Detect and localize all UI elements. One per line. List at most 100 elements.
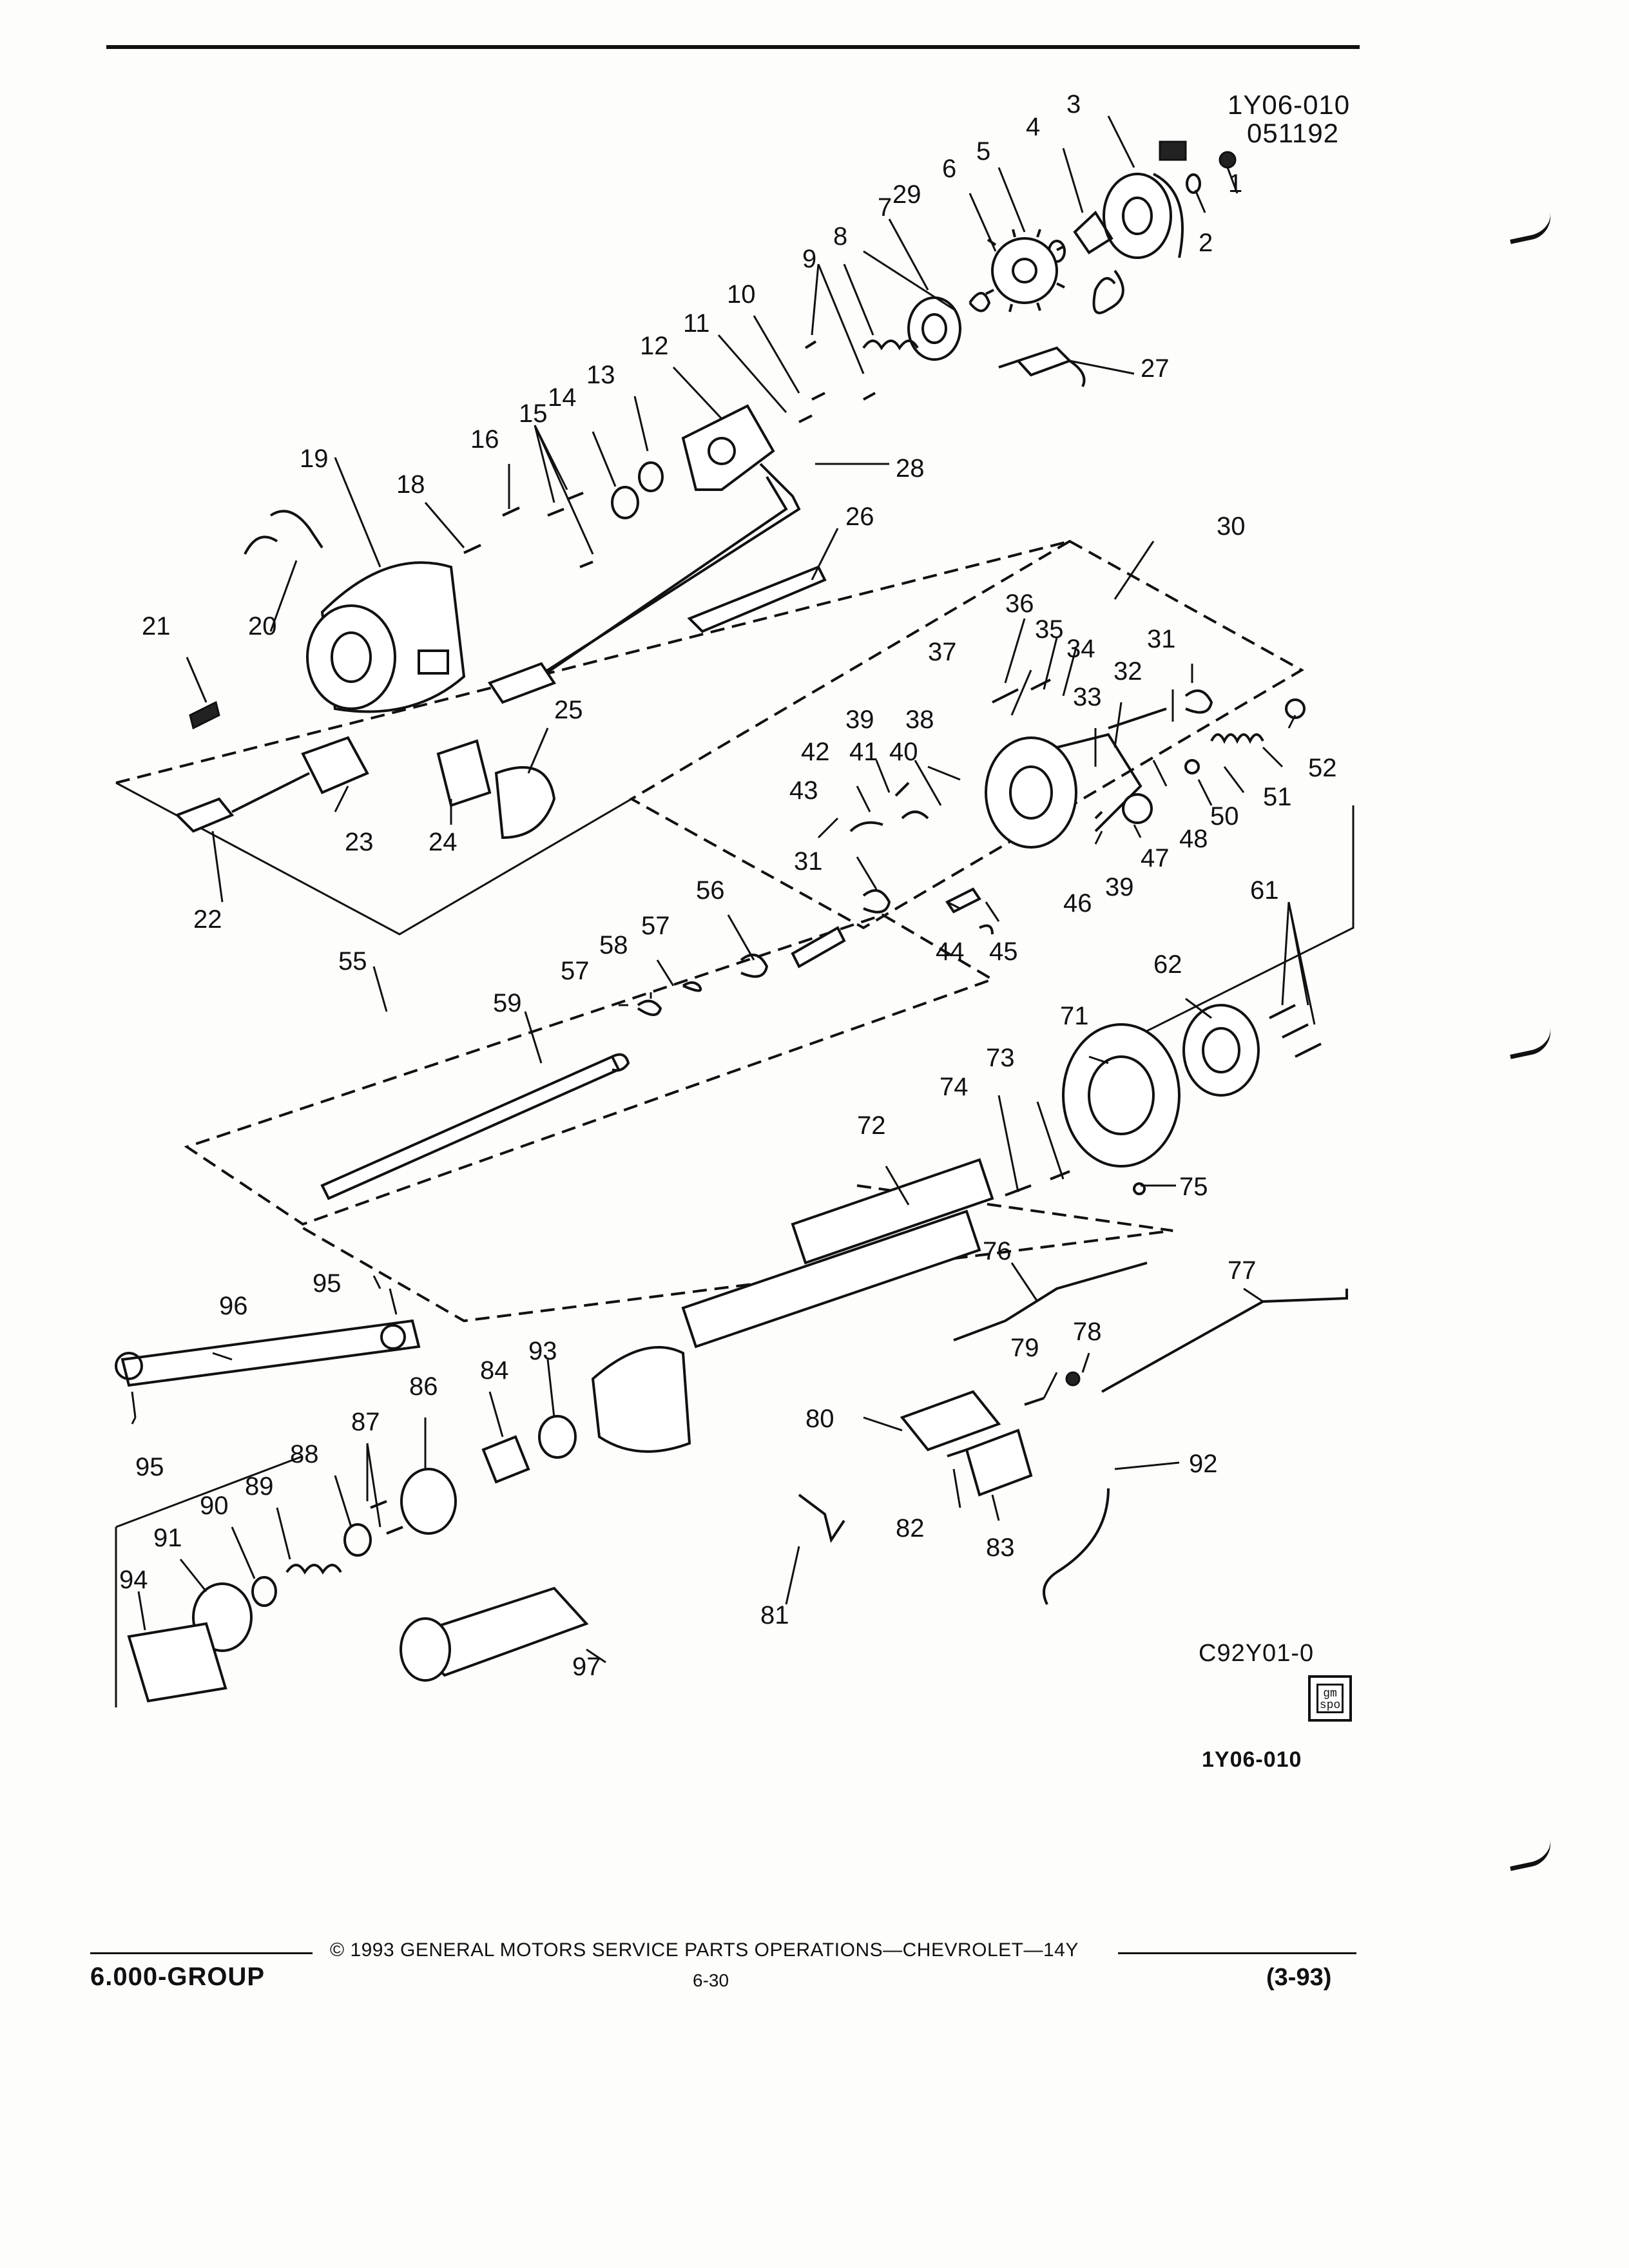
part-76-rod xyxy=(953,1262,1148,1341)
part-21-clip xyxy=(189,700,220,730)
part-23-switch xyxy=(301,736,369,794)
callout-92: 92 xyxy=(1189,1450,1218,1478)
callout-90: 90 xyxy=(200,1492,229,1520)
callout-88: 88 xyxy=(290,1440,319,1468)
callout-27: 27 xyxy=(1141,354,1170,383)
callout-41: 41 xyxy=(849,738,878,766)
callout-87: 87 xyxy=(351,1408,380,1436)
callout-23: 23 xyxy=(345,828,374,856)
callout-76: 76 xyxy=(983,1237,1012,1265)
figure-code: C92Y01-0 xyxy=(1199,1640,1315,1667)
drawing-id-bottom: 1Y06-010 xyxy=(1202,1747,1302,1772)
callout-16: 16 xyxy=(470,425,499,454)
callout-36: 36 xyxy=(1005,590,1034,618)
part-4-retainer xyxy=(1073,210,1113,255)
part-94-plate xyxy=(127,1622,227,1703)
callout-10: 10 xyxy=(727,280,756,309)
part-59-steering-shaft xyxy=(320,1053,630,1200)
part-26-cover xyxy=(687,565,827,633)
part-90-ring xyxy=(251,1576,277,1607)
part-83-switch xyxy=(965,1428,1033,1497)
footer-page-number: 6-30 xyxy=(693,1970,729,1990)
callout-96: 96 xyxy=(219,1292,248,1320)
callout-78: 78 xyxy=(1073,1318,1102,1346)
callout-38: 38 xyxy=(905,706,934,734)
callout-95-upper: 95 xyxy=(313,1269,342,1298)
part-22-connector xyxy=(175,797,235,833)
callout-7: 7 xyxy=(878,193,892,222)
callout-37: 37 xyxy=(928,638,957,666)
part-95-bolt-upper xyxy=(389,1288,398,1315)
callout-62: 62 xyxy=(1153,950,1182,979)
part-7-bearing xyxy=(907,296,961,361)
part-20-wire xyxy=(244,510,323,555)
callout-61: 61 xyxy=(1250,876,1279,905)
part-57-lower xyxy=(637,999,662,1016)
part-44-lever xyxy=(945,887,981,914)
callout-58: 58 xyxy=(599,931,628,959)
part-57-58-bits xyxy=(682,981,702,992)
callout-14: 14 xyxy=(548,383,577,412)
footer-rule-left xyxy=(90,1952,313,1954)
steering-group-boundary xyxy=(115,540,1070,784)
callout-29: 29 xyxy=(892,180,921,209)
callout-39-lower: 39 xyxy=(1105,873,1134,901)
callout-57-lower: 57 xyxy=(561,957,590,985)
part-88-washer xyxy=(343,1523,372,1557)
callout-79: 79 xyxy=(1010,1334,1039,1362)
part-24-bracket xyxy=(436,739,492,807)
callout-74: 74 xyxy=(940,1073,969,1101)
callout-19: 19 xyxy=(300,445,329,473)
callout-97: 97 xyxy=(572,1653,601,1681)
callout-4: 4 xyxy=(1026,113,1040,141)
callout-8: 8 xyxy=(833,222,847,251)
callout-32: 32 xyxy=(1113,657,1142,686)
part-52-cap xyxy=(1285,698,1306,719)
callout-48: 48 xyxy=(1179,825,1208,853)
callout-33: 33 xyxy=(1073,683,1102,711)
callout-35: 35 xyxy=(1035,615,1064,644)
callout-59: 59 xyxy=(493,989,522,1017)
part-25-knob xyxy=(494,766,556,840)
callout-42: 42 xyxy=(801,738,830,766)
part-95-bolt-lower xyxy=(131,1391,137,1418)
callout-20: 20 xyxy=(248,612,277,640)
callout-9: 9 xyxy=(802,245,816,273)
callout-15: 15 xyxy=(519,399,548,428)
callout-44: 44 xyxy=(936,937,965,966)
part-8-spring xyxy=(862,340,919,351)
callout-89: 89 xyxy=(245,1472,274,1501)
part-75-ball xyxy=(1133,1182,1146,1195)
callout-34: 34 xyxy=(1066,635,1095,663)
part-12-switch-assembly xyxy=(489,404,801,684)
callout-86: 86 xyxy=(409,1372,438,1401)
part-39-screw xyxy=(1094,811,1103,820)
part-45-spring xyxy=(979,924,994,935)
callout-3: 3 xyxy=(1066,90,1081,119)
callout-91: 91 xyxy=(153,1524,182,1552)
callout-75: 75 xyxy=(1179,1173,1208,1201)
drawing-id-top: 1Y06-010 xyxy=(1228,90,1351,120)
callout-13: 13 xyxy=(586,361,615,389)
callout-57-upper: 57 xyxy=(641,912,670,940)
callout-80: 80 xyxy=(805,1405,834,1433)
callout-55: 55 xyxy=(338,947,367,975)
callout-46: 46 xyxy=(1063,889,1092,918)
callout-28: 28 xyxy=(896,454,925,483)
gm-spo-logo-text: gm spo xyxy=(1316,1684,1344,1713)
part-13-ring xyxy=(638,461,664,492)
part-92-cable xyxy=(1043,1488,1110,1605)
part-56-shaft-upper xyxy=(791,926,846,968)
callout-95-lower: 95 xyxy=(135,1453,164,1481)
part-2-washer xyxy=(1186,173,1201,194)
callout-51: 51 xyxy=(1263,783,1292,811)
callout-1: 1 xyxy=(1228,169,1242,198)
callout-50: 50 xyxy=(1210,802,1239,831)
part-89-spring xyxy=(285,1564,342,1575)
callout-43: 43 xyxy=(789,776,818,805)
part-40-41-42-43 xyxy=(849,782,929,832)
part-10-11-screws xyxy=(798,392,825,423)
callout-83: 83 xyxy=(986,1533,1015,1562)
part-31-ring-lower xyxy=(862,889,891,914)
callout-84: 84 xyxy=(480,1356,509,1385)
